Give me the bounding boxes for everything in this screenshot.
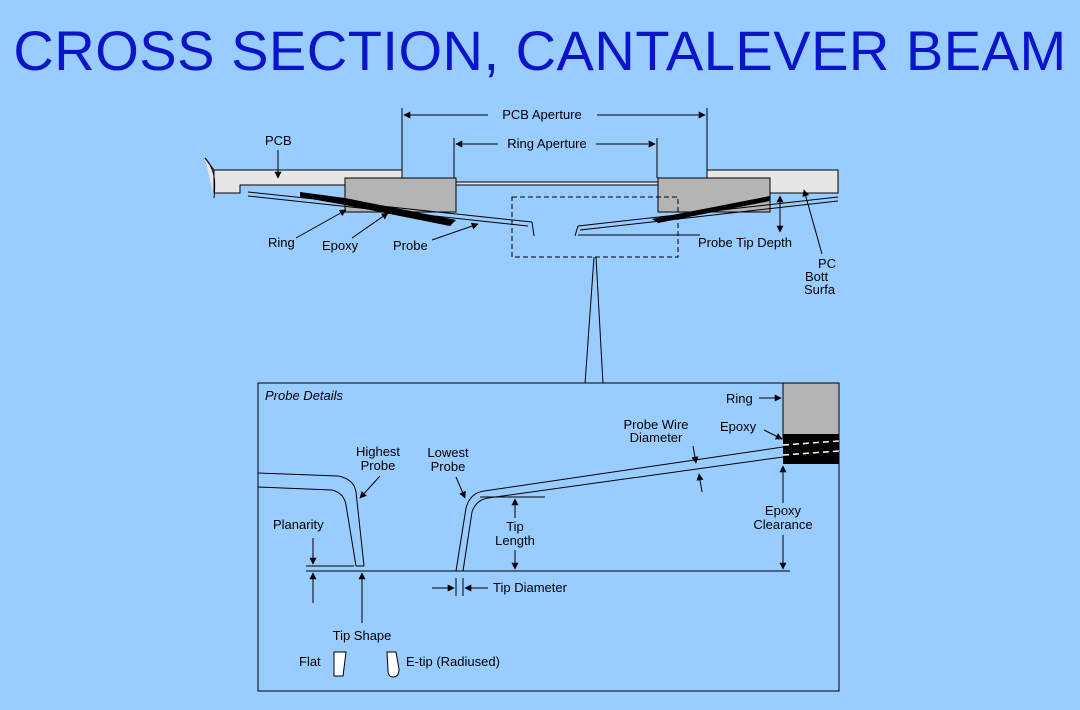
ring-label: Ring — [268, 235, 295, 250]
lowest-probe-wire — [455, 446, 784, 572]
probe-details-panel: Probe Details Ring Epoxy Highest Probe L… — [257, 382, 840, 692]
flat-tip-icon — [333, 651, 347, 677]
pcb-bottom-surface-line-3: Surfa — [804, 282, 836, 297]
probe-details-heading: Probe Details — [265, 388, 344, 403]
probe-wire-diameter-line-2: Diameter — [630, 430, 683, 445]
lowest-probe-line-2: Probe — [431, 459, 466, 474]
probe-tip-depth-label: Probe Tip Depth — [698, 235, 792, 250]
probe-wire-diameter-line-1: Probe Wire — [623, 417, 688, 432]
lowest-probe-line-1: Lowest — [427, 445, 469, 460]
tip-length-line-2: Length — [495, 533, 535, 548]
tip-shape-label: Tip Shape — [333, 628, 392, 643]
epoxy-clearance-line-2: Clearance — [753, 517, 812, 532]
epoxy-left — [300, 192, 456, 226]
highest-probe-line-1: Highest — [356, 444, 400, 459]
pcb-bottom-surface-line-2: Bott — [805, 269, 829, 284]
probe-label: Probe — [393, 238, 428, 253]
detail-epoxy-band — [783, 434, 839, 464]
page-title: CROSS SECTION, CANTALEVER BEAM — [13, 19, 1067, 82]
pcb-bottom-surface-line-1: PC — [818, 256, 836, 271]
epoxy-label: Epoxy — [322, 238, 359, 253]
highest-probe-wire — [257, 472, 365, 567]
tip-diameter-label: Tip Diameter — [493, 580, 568, 595]
top-cross-section: PCB Aperture Ring Aperture PCB Ring Epox… — [204, 107, 1080, 385]
detail-callout-box — [511, 196, 679, 258]
detail-epoxy-label: Epoxy — [720, 419, 757, 434]
pcb-aperture-label: PCB Aperture — [502, 107, 582, 122]
ring-aperture-label: Ring Aperture — [507, 136, 587, 151]
tip-e-tip-label: E-tip (Radiused) — [406, 654, 500, 669]
detail-ring-block — [782, 382, 840, 440]
ring-left — [344, 177, 457, 213]
epoxy-right — [652, 196, 770, 223]
e-tip-icon — [386, 651, 400, 678]
epoxy-clearance-line-1: Epoxy — [765, 503, 802, 518]
tip-length-line-1: Tip — [506, 519, 524, 534]
pcb-label: PCB — [265, 133, 292, 148]
tip-flat-label: Flat — [299, 654, 321, 669]
planarity-label: Planarity — [273, 517, 324, 532]
detail-ring-label: Ring — [726, 391, 753, 406]
highest-probe-line-2: Probe — [361, 458, 396, 473]
